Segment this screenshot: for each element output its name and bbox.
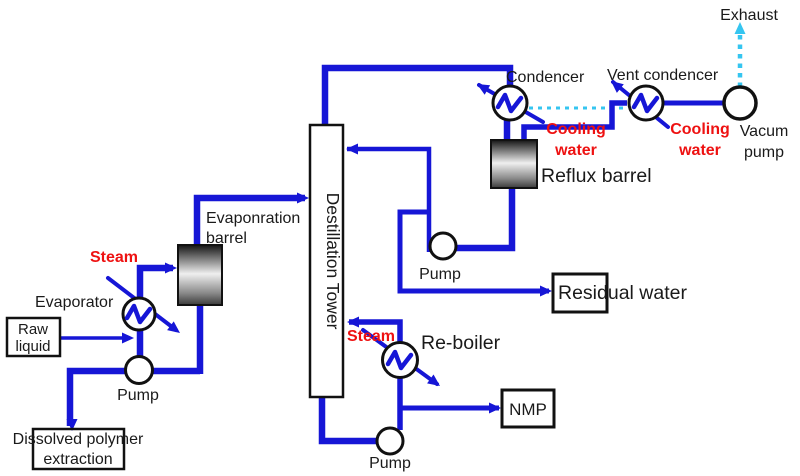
distillation-tower-label: Destillation Tower: [323, 193, 343, 330]
nmp-box: [500, 388, 556, 429]
residual-water-label: Residual water: [558, 282, 687, 304]
evaporation-barrel-label-line2: barrel: [206, 230, 247, 247]
feed-pump-circle: [124, 355, 154, 385]
evaporation-barrel-label-line1: Evaponration: [206, 210, 300, 227]
steam-evaporator-label: Steam: [90, 249, 138, 266]
cooling-water-1-label-line1: Cooling: [546, 121, 606, 138]
pipe-barrel-top-to-tower: [193, 194, 305, 247]
feed-pump-label: Pump: [117, 387, 159, 404]
arrow-nmp-icon: [489, 402, 501, 414]
vent-condenser-label: Vent condencer: [607, 67, 719, 84]
arrow-cooling-condenser-icon: [474, 79, 491, 95]
condenser-symbol: [491, 84, 529, 122]
vent-condenser-zigzag-icon: [631, 92, 660, 114]
pipe-pump-evaporator-to-barrel: [136, 264, 173, 372]
vent-condenser-symbol: [627, 84, 665, 122]
reboiler-symbol: [381, 341, 419, 379]
exhaust-label: Exhaust: [720, 7, 778, 24]
reflux-barrel-label: Reflux barrel: [541, 165, 652, 187]
vacuum-pump-label-line1: Vacum: [740, 123, 789, 140]
pipes: [59, 64, 725, 445]
pipe-tower-to-condenser: [321, 64, 514, 128]
reflux-barrel: [490, 139, 538, 189]
arrow-barrel-to-tower-icon: [297, 192, 309, 204]
evaporator-zigzag-icon: [124, 303, 153, 325]
reflux-pump-label: Pump: [419, 266, 461, 283]
bottom-pump-label: Pump: [369, 455, 411, 472]
pipe-cooling-to-vent-condenser: [521, 100, 627, 144]
cooling-water-2-label-line2: water: [678, 142, 721, 159]
raw-liquid-box: [5, 316, 62, 358]
pipe-pump-to-extraction: [66, 367, 200, 426]
cooling-water-1-label-line2: water: [554, 142, 597, 159]
condenser-label: Condencer: [506, 69, 585, 86]
evaporation-barrel: [177, 244, 223, 306]
steam-reboiler-label: Steam: [347, 328, 395, 345]
arrow-reflux-into-tower-icon: [346, 143, 358, 155]
pipe-to-residual-water: [397, 209, 549, 294]
arrow-residual-water-icon: [540, 285, 552, 297]
raw-liquid-label-line1: Raw: [18, 321, 48, 338]
pipe-pump-through-reboiler-to-tower: [349, 319, 403, 430]
arrow-into-evap-barrel-icon: [165, 262, 177, 274]
dissolved-polymer-box: [31, 427, 126, 471]
evaporator-symbol: [121, 296, 157, 332]
dissolved-polymer-label-line1: Dissolved polymer: [13, 431, 144, 448]
raw-liquid-label-line2: liquid: [15, 338, 50, 355]
reflux-pump-circle: [428, 231, 458, 261]
distillation-tower: [308, 123, 345, 399]
reboiler-label: Re-boiler: [421, 332, 501, 354]
pipe-reflux-pump-to-tower: [347, 146, 432, 252]
pipe-reflux-barrel-to-pump: [446, 186, 516, 252]
reboiler-zigzag-icon: [385, 349, 414, 371]
nmp-label: NMP: [509, 400, 547, 419]
evaporator-label: Evaporator: [35, 294, 114, 311]
arrow-raw-liquid-icon: [122, 332, 134, 344]
arrow-reboiler-into-tower-icon: [347, 316, 359, 328]
vacuum-pump-label-line2: pump: [744, 144, 784, 161]
cooling-water-2-label-line1: Cooling: [670, 121, 730, 138]
vacuum-pump-circle: [722, 85, 758, 121]
bottom-pump-circle: [375, 426, 405, 456]
dissolved-polymer-label-line2: extraction: [43, 451, 112, 468]
condenser-zigzag-icon: [495, 92, 524, 114]
residual-water-box: [551, 272, 609, 314]
pipe-tower-bottom-to-pump: [318, 395, 382, 445]
